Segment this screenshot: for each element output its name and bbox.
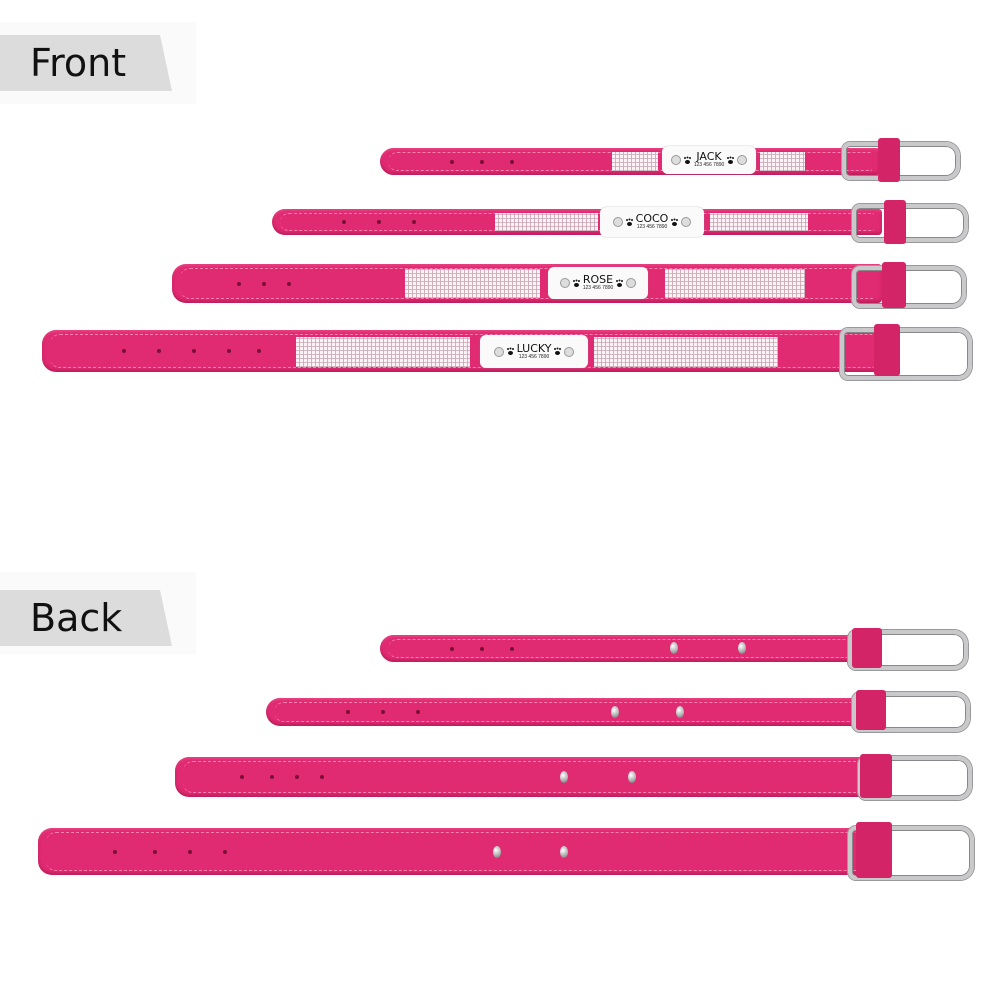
nameplate-name: COCO	[635, 212, 669, 226]
back-label-panel: Back	[0, 572, 196, 654]
paw-icon	[625, 218, 633, 226]
front-label-panel: Front	[0, 22, 196, 104]
nameplate-phone: 123 456 7890	[636, 224, 668, 231]
paw-icon	[572, 279, 580, 287]
paw-icon	[616, 279, 623, 287]
buckle-icon	[852, 204, 968, 242]
nameplate-phone: 123 456 7890	[518, 353, 550, 360]
nameplate-name: ROSE	[582, 273, 614, 287]
paw-icon	[554, 348, 561, 355]
paw-icon	[671, 218, 678, 226]
front-label: Front	[0, 35, 172, 91]
nameplate-phone: 123 456 7890	[582, 285, 614, 292]
nameplate-name: JACK	[696, 150, 722, 164]
buckle-icon	[848, 630, 968, 670]
nameplate-name: LUCKY	[516, 341, 552, 355]
back-label: Back	[0, 590, 172, 646]
paw-icon	[506, 348, 514, 355]
buckle-icon	[848, 826, 974, 880]
paw-icon	[683, 156, 691, 164]
buckle-icon	[840, 328, 972, 380]
buckle-icon	[852, 692, 970, 732]
buckle-icon	[842, 142, 960, 180]
nameplate-phone: 123 456 7890	[693, 162, 725, 169]
buckle-icon	[852, 266, 966, 308]
paw-icon	[727, 156, 734, 164]
